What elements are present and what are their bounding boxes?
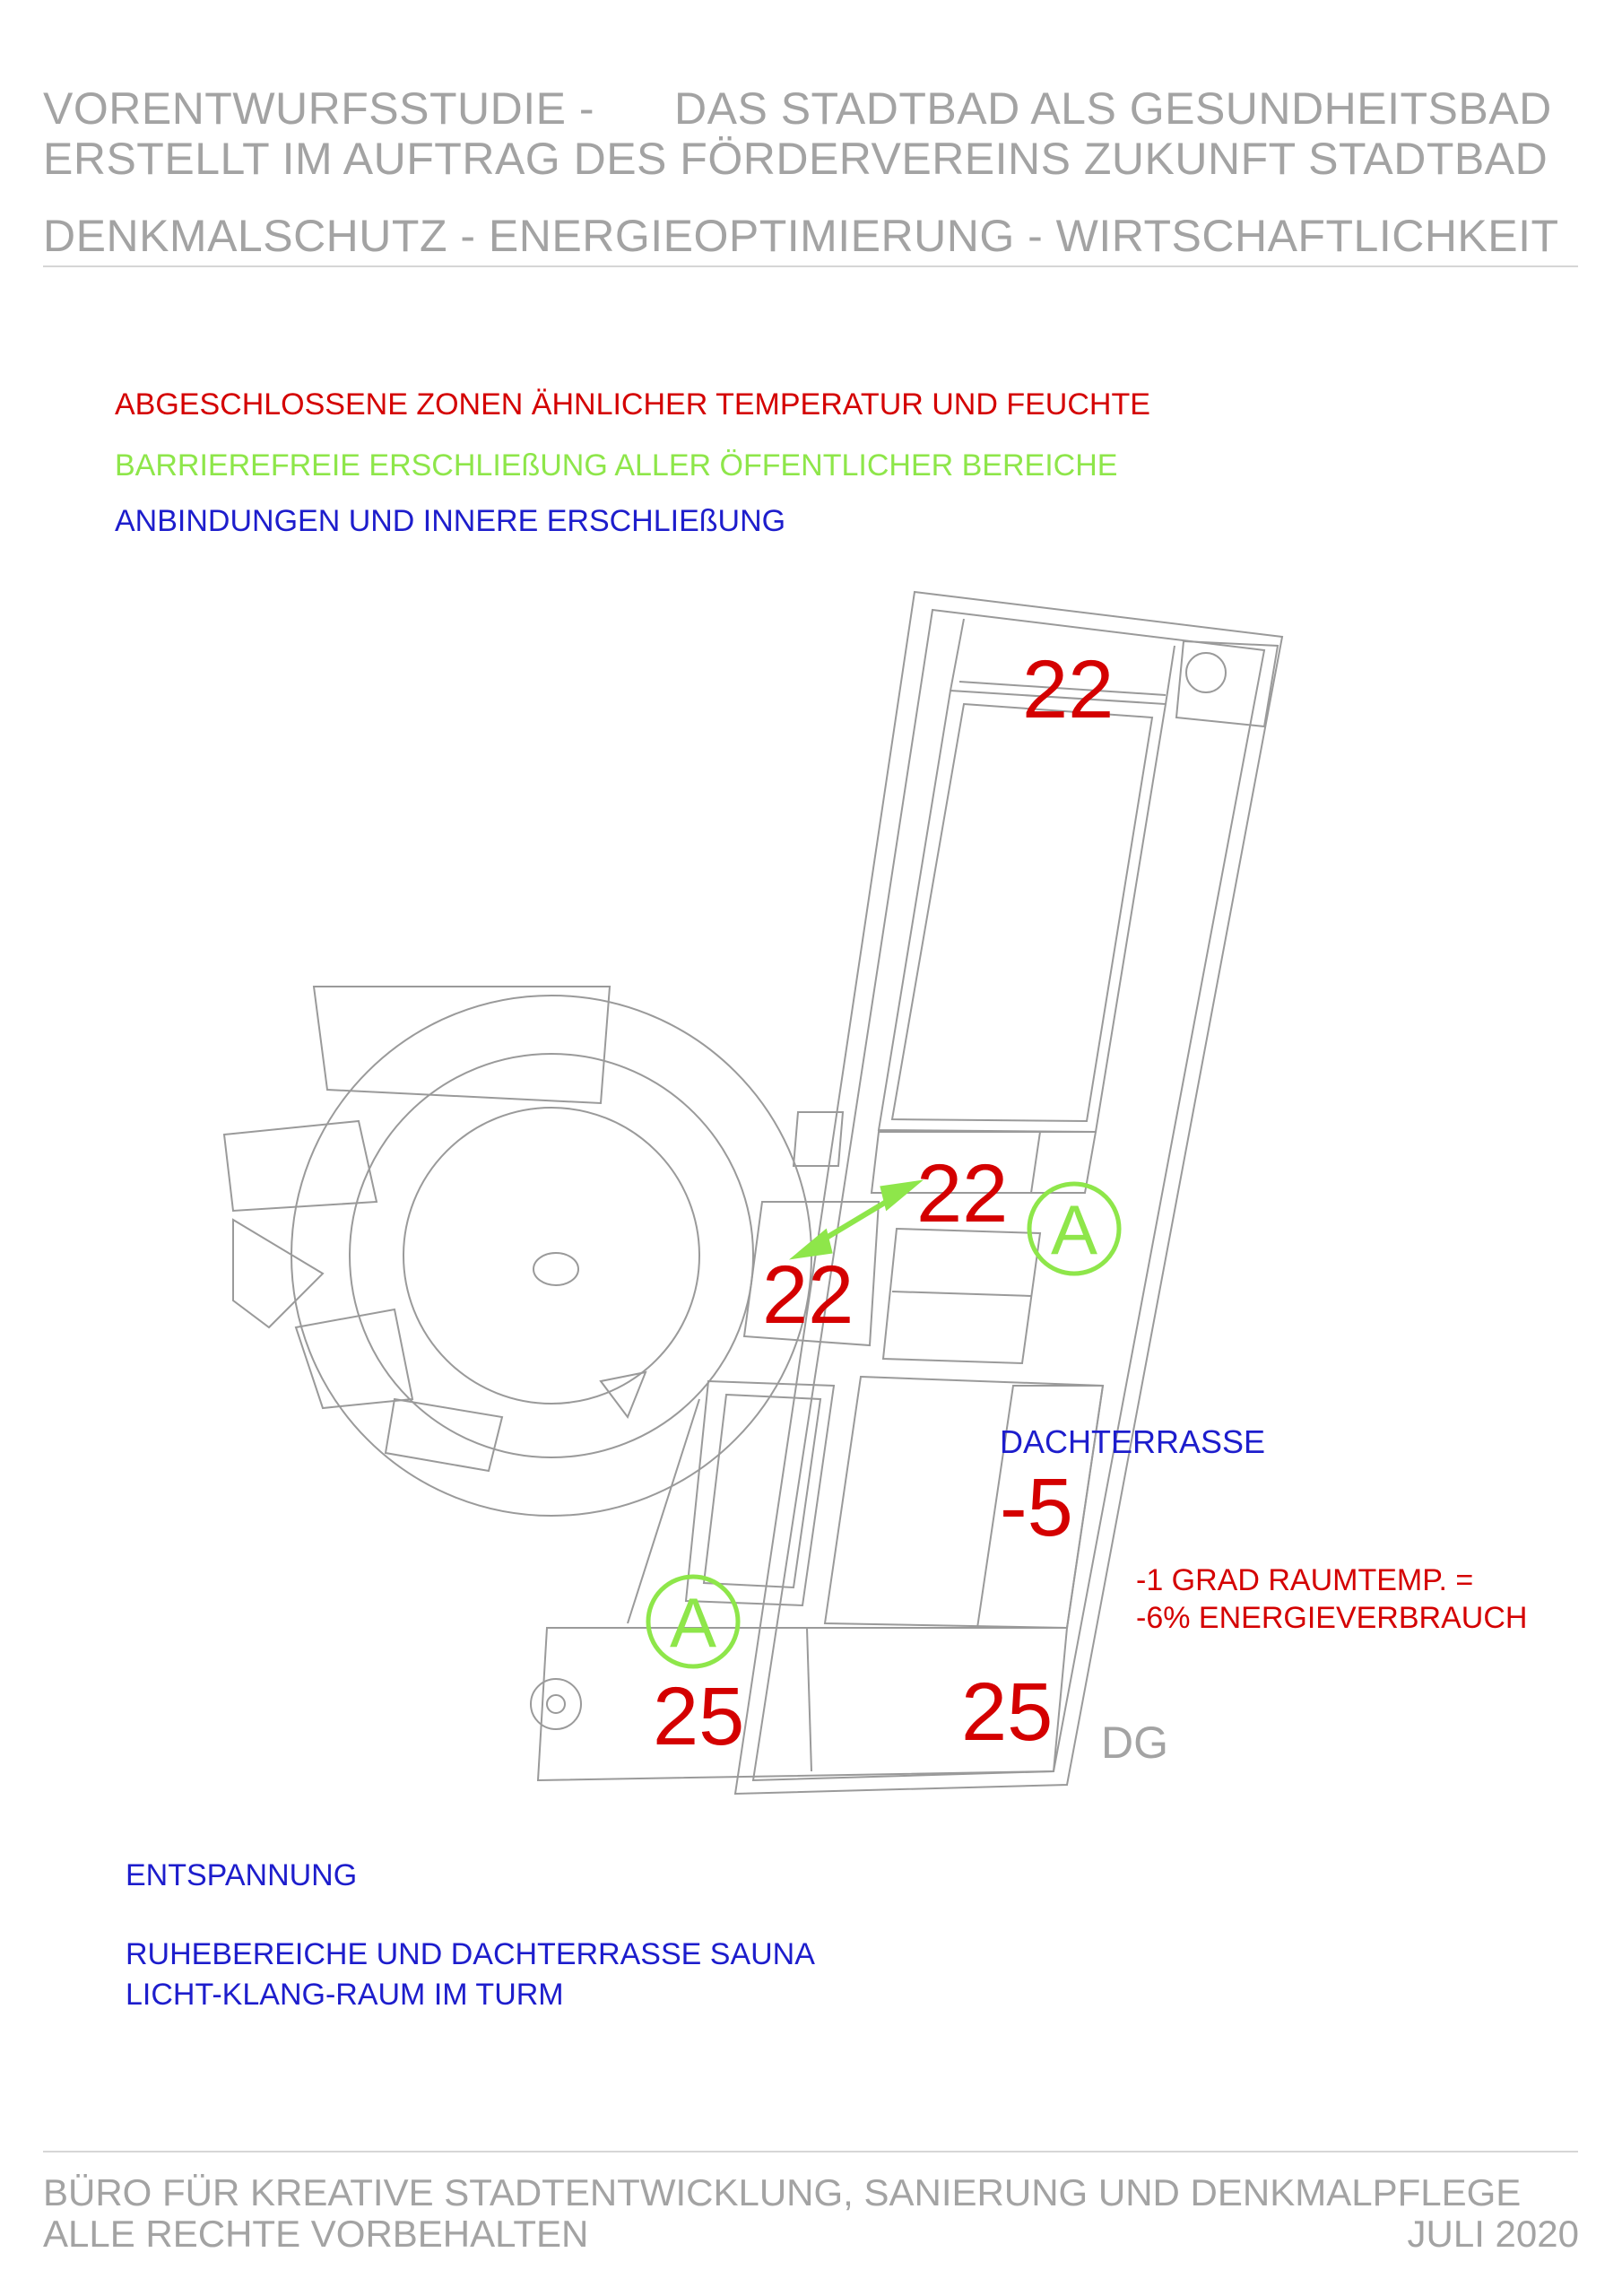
rotunda-pool	[403, 1107, 700, 1405]
west-corridor-wall	[627, 1398, 700, 1624]
corridor-stair	[792, 1111, 845, 1167]
zone-labels: 22 22 22 -5 25 25	[653, 644, 1114, 1762]
legend-blue-connections: ANBINDUNGEN UND INNERE ERSCHLIEßUNG	[115, 504, 786, 538]
accessible-entry-label: A	[1051, 1190, 1097, 1269]
accessible-entry-label: A	[670, 1583, 716, 1662]
notes-line-2: LICHT-KLANG-RAUM IM TURM	[126, 1978, 564, 2012]
rotunda-outer	[349, 1053, 754, 1458]
zone-temp-south-west: 25	[653, 1671, 744, 1762]
north-room-wall	[958, 681, 1167, 696]
cold-plunge-divider	[891, 1291, 1032, 1297]
west-annex-room	[294, 1308, 414, 1410]
access-arrow	[788, 1179, 924, 1260]
zone-temp-mid: 22	[916, 1148, 1008, 1239]
notes-title: ENTSPANNUNG	[126, 1858, 358, 1892]
south-spiral-stair-core	[546, 1694, 566, 1714]
sauna-benches	[702, 1393, 822, 1589]
footer-line-1: BÜRO FÜR KREATIVE STADTENTWICKLUNG, SANI…	[43, 2171, 1522, 2213]
title-line-1-right: DAS STADTBAD ALS GESUNDHEITSBAD	[674, 83, 1552, 134]
energy-note-line-2: -6% ENERGIEVERBRAUCH	[1136, 1601, 1528, 1635]
pool-hall	[877, 689, 1167, 1134]
legend-green-access: BARRIEREFREIE ERSCHLIEßUNG ALLER ÖFFENTL…	[115, 448, 1118, 483]
title-line-1-left: VORENTWURFSSTUDIE -	[43, 83, 595, 134]
footer-divider	[43, 2151, 1578, 2152]
cold-plunge-room	[881, 1227, 1042, 1365]
plan-outlines	[222, 590, 1284, 1796]
south-spiral-stair	[530, 1678, 582, 1730]
spiral-stair	[1185, 652, 1227, 693]
north-room-wall	[950, 618, 965, 691]
zone-temp-corridor: 22	[762, 1249, 854, 1341]
rotunda-ring	[291, 995, 812, 1517]
west-annex-room	[232, 1218, 325, 1329]
footer-line-2-left: ALLE RECHTE VORBEHALTEN	[43, 2213, 589, 2255]
west-annex-room	[384, 1397, 504, 1473]
west-annex-north	[312, 986, 612, 1105]
pool-basin	[890, 702, 1154, 1123]
zone-temp-south-east: 25	[961, 1666, 1053, 1758]
stair-tower-room	[1175, 639, 1279, 728]
legend-red-zones: ABGESCHLOSSENE ZONEN ÄHNLICHER TEMPERATU…	[115, 387, 1150, 422]
access-arrow-head-start	[788, 1228, 833, 1260]
energy-note-line-1: -1 GRAD RAUMTEMP. =	[1136, 1563, 1474, 1597]
accessible-entry-mark	[1027, 1181, 1122, 1276]
accessible-entry-mark	[646, 1574, 741, 1669]
terrace-label: DACHTERRASSE	[1000, 1423, 1265, 1460]
rotunda-center	[533, 1252, 579, 1286]
zone-temp-terrace: -5	[1000, 1462, 1073, 1553]
notes-line-1: RUHEBEREICHE UND DACHTERRASSE SAUNA	[126, 1937, 815, 1971]
title-line-2: ERSTELLT IM AUFTRAG DES FÖRDERVEREINS ZU…	[43, 134, 1548, 184]
west-annex-room	[222, 1119, 378, 1213]
rotunda-entry	[599, 1370, 647, 1420]
mid-room-wall	[1030, 1131, 1041, 1194]
sauna-block	[684, 1379, 836, 1607]
footer-line-2-right: JULI 2020	[1407, 2213, 1579, 2255]
south-block-wall	[806, 1627, 812, 1772]
access-arrow-head-end	[880, 1179, 924, 1212]
north-wing-outline	[733, 590, 1284, 1796]
floor-label: DG	[1101, 1718, 1168, 1768]
zone-temp-north: 22	[1022, 644, 1114, 735]
mid-room-row	[870, 1131, 1097, 1194]
header-divider	[43, 265, 1578, 267]
south-block	[536, 1627, 1069, 1782]
north-room-wall	[1165, 645, 1175, 705]
title-line-3: DENKMALSCHUTZ - ENERGIEOPTIMIERUNG - WIR…	[43, 211, 1559, 261]
